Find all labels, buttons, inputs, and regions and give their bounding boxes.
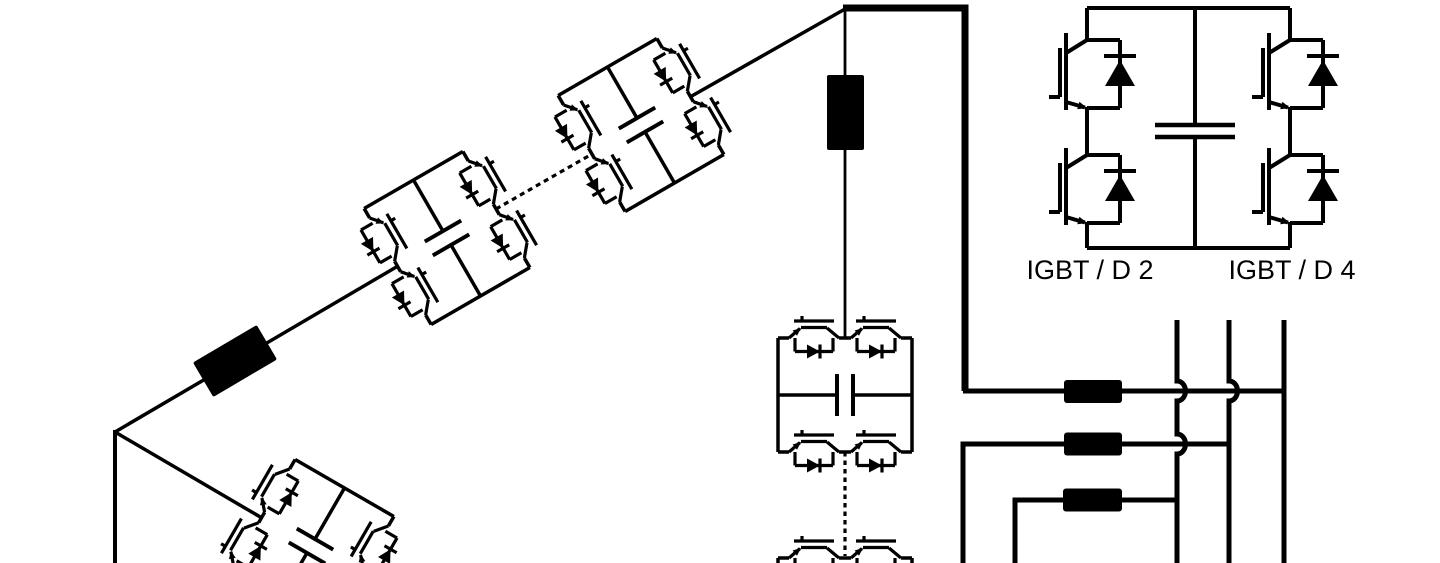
chain-wire-junction-to-cellC [114, 430, 263, 520]
bus-vertical-2-with-hop [1226, 320, 1240, 563]
inductor-blocks [193, 75, 1122, 512]
h-bridge-frame [1085, 6, 1292, 250]
chain-continuation-dashed-upper [495, 152, 593, 211]
igbt-diode-upper-right [1250, 31, 1341, 112]
dc-capacitor [1155, 122, 1235, 140]
igbt-d2-label: IGBT / D 2 [1026, 255, 1153, 285]
igbt-d4-label: IGBT / D 4 [1228, 255, 1355, 285]
detailed-h-bridge: IGBT / D 2 IGBT / D 4 [1026, 6, 1356, 285]
inductor-block-chain [193, 325, 277, 397]
full-bridge-cell-A [346, 140, 549, 334]
full-bridge-cell-middle-1 [778, 316, 912, 473]
output-bus-grid [960, 320, 1287, 563]
thick-bus-corner [843, 4, 969, 391]
chain-wiring [113, 7, 846, 563]
igbt-diode-lower-left [1047, 146, 1138, 227]
inductor-block-middle [827, 75, 864, 150]
full-bridge-cell-B [540, 27, 743, 221]
phase-line-3 [1012, 497, 1179, 563]
chain-wire-cellB-to-bus [689, 7, 846, 99]
igbt-diode-lower-right [1250, 146, 1341, 227]
inductor-block-phase-1 [1064, 380, 1122, 403]
igbt-diode-upper-left [1047, 31, 1138, 112]
bus-vertical-1-with-hops [1174, 320, 1188, 563]
inductor-block-phase-3 [1063, 488, 1122, 512]
inductor-block-phase-2 [1064, 432, 1122, 456]
phase-line-2 [960, 441, 1229, 563]
